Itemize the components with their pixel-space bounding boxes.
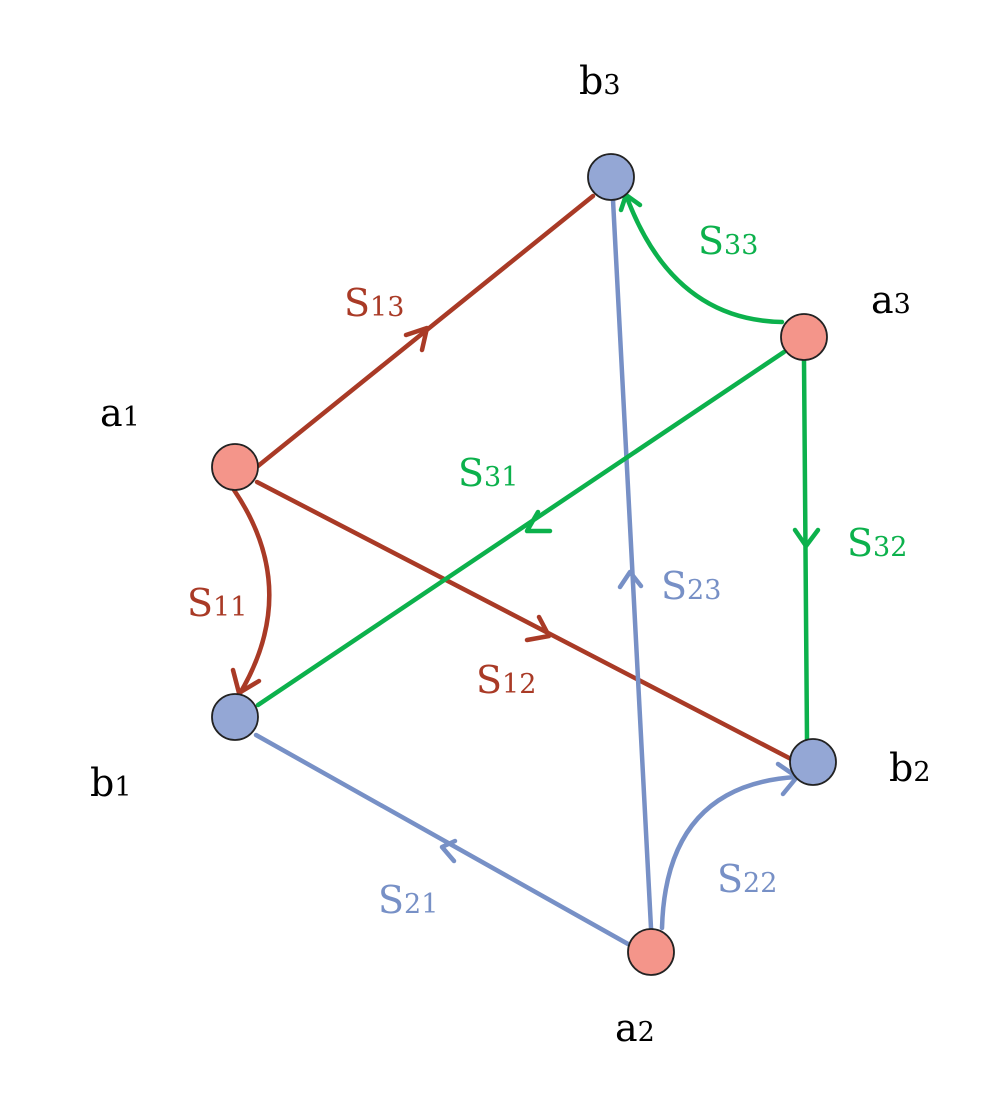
- edge-s31-arrow: [524, 509, 553, 534]
- edge-s22-line: [659, 774, 799, 931]
- edge-s11-line: [231, 487, 272, 698]
- edge-s23-arrow: [617, 569, 644, 590]
- edge-label-s11: S11: [187, 581, 247, 625]
- node-labels: a1 b1 b3 a3 b2 a2: [90, 59, 931, 1050]
- edge-s12-arrow: [524, 614, 552, 643]
- edge-s13-arrow: [403, 325, 430, 353]
- edge-label-s13: S13: [344, 281, 404, 325]
- edge-s32-arrow: [792, 527, 821, 549]
- node-b1[interactable]: [211, 693, 259, 741]
- node-label-b2: b2: [889, 746, 931, 790]
- edge-s21-arrow: [439, 838, 458, 864]
- edges: [230, 192, 821, 947]
- edge-s31-line: [255, 349, 787, 708]
- node-a2[interactable]: [627, 928, 675, 976]
- edge-s12-line: [254, 479, 794, 762]
- edge-label-s33: S33: [698, 219, 758, 263]
- node-b3[interactable]: [587, 153, 635, 201]
- node-label-b1: b1: [90, 761, 132, 805]
- node-a1[interactable]: [211, 443, 259, 491]
- nodes: [211, 153, 837, 976]
- edge-label-s31: S31: [458, 451, 518, 495]
- node-b2[interactable]: [789, 738, 837, 786]
- node-label-a2: a2: [615, 1006, 655, 1050]
- edge-s11-arrow: [230, 667, 262, 696]
- node-label-a1: a1: [100, 391, 140, 435]
- edge-label-s12: S12: [476, 658, 536, 702]
- node-label-a3: a3: [871, 278, 911, 322]
- edge-label-s32: S32: [847, 521, 907, 565]
- edge-s32-line: [801, 357, 810, 743]
- edge-s33-line: [623, 192, 785, 325]
- edge-s23-line: [610, 197, 654, 931]
- edge-labels: S13 S11 S12 S21 S22 S23 S31 S32 S33: [187, 219, 907, 922]
- edge-s21-line: [253, 732, 631, 947]
- edge-label-s21: S21: [378, 878, 438, 922]
- node-label-b3: b3: [579, 59, 621, 103]
- node-a3[interactable]: [780, 313, 828, 361]
- edge-label-s23: S23: [661, 564, 721, 608]
- edge-label-s22: S22: [717, 857, 777, 901]
